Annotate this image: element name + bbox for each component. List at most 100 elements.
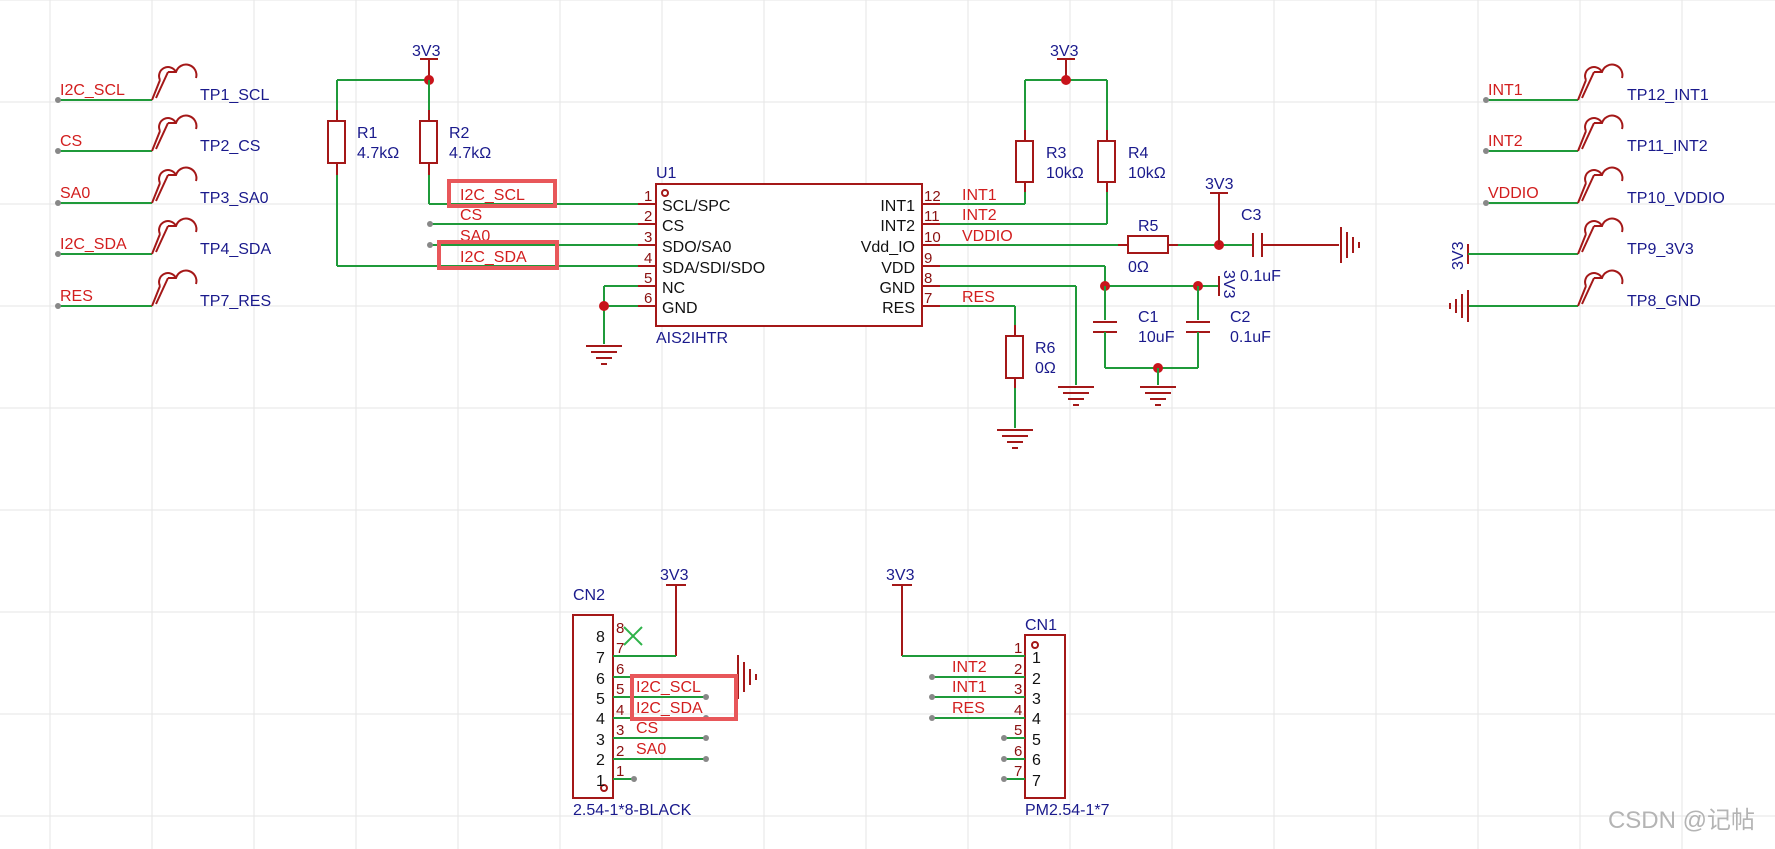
testpoint-label: TP9_3V3 — [1627, 241, 1694, 258]
testpoint-label: TP4_SDA — [200, 241, 271, 258]
testpoint-tp7: RES TP7_RES — [55, 269, 271, 310]
power-label-3v3: 3V3 — [1205, 176, 1234, 193]
net-label-int1: INT1 — [952, 679, 987, 696]
ground-symbol — [1140, 386, 1176, 406]
ground-symbol — [586, 345, 622, 365]
pin-name: CS — [662, 218, 684, 235]
pin-number: 1 — [644, 188, 652, 205]
watermark: CSDN @记帖 — [1608, 807, 1755, 834]
cn2-pin-numbers: 8 7 6 5 4 3 2 1 8 7 6 5 4 3 2 1 — [596, 620, 624, 790]
resistor-r6: R6 0Ω — [1005, 325, 1056, 388]
net-label-vddio: VDDIO — [962, 228, 1013, 245]
power-3v3-r1r2: 3V3 — [412, 43, 441, 80]
pin-name: VDD — [881, 260, 915, 277]
resistor-value: 0Ω — [1035, 360, 1056, 377]
ground-symbol — [1449, 290, 1469, 322]
pin-number: 10 — [924, 229, 941, 246]
pin-number: 7 — [616, 640, 624, 657]
power-label-3v3: 3V3 — [1220, 270, 1237, 299]
power-3v3-c1c2: 3V3 — [1218, 270, 1237, 299]
pin-number: 3 — [616, 722, 624, 739]
ground-symbol — [737, 655, 757, 699]
pin-number: 2 — [596, 752, 605, 769]
ground-symbol — [997, 429, 1033, 449]
resistor-value: 4.7kΩ — [357, 145, 399, 162]
resistor-ref: R6 — [1035, 340, 1056, 357]
ground-symbol — [1340, 227, 1360, 263]
pin-name: SDA/SDI/SDO — [662, 260, 765, 277]
resistor-r3: R3 10kΩ — [1015, 130, 1084, 192]
power-label-3v3: 3V3 — [886, 567, 915, 584]
net-label-int1: INT1 — [962, 187, 997, 204]
testpoint-tp4: I2C_SDA TP4_SDA — [55, 217, 271, 258]
pin-number: 12 — [924, 188, 941, 205]
pin-name: SDO/SA0 — [662, 239, 731, 256]
testpoint-tp12: INT1 TP12_INT1 — [1483, 63, 1709, 104]
capacitor-c1: C1 10uF — [1093, 309, 1175, 346]
capacitor-ref: C2 — [1230, 309, 1251, 326]
pin-number: 1 — [596, 773, 605, 790]
testpoint-label: TP10_VDDIO — [1627, 190, 1725, 207]
power-3v3-r3r4: 3V3 — [1050, 43, 1079, 80]
pin-number: 8 — [924, 270, 932, 287]
net-label-i2c-scl: I2C_SCL — [460, 187, 525, 204]
pin-name: Vdd_IO — [861, 239, 915, 256]
pin-number: 2 — [616, 743, 624, 760]
testpoint-tp10: VDDIO TP10_VDDIO — [1483, 166, 1725, 207]
ground-symbol — [1058, 386, 1094, 406]
resistor-value: 10kΩ — [1046, 165, 1084, 182]
net-label-sa0: SA0 — [636, 741, 666, 758]
resistor-value: 10kΩ — [1128, 165, 1166, 182]
testpoint-tp2: CS TP2_CS — [55, 114, 260, 155]
pin-name: NC — [662, 280, 685, 297]
testpoint-label: TP12_INT1 — [1627, 87, 1709, 104]
pin-number: 6 — [616, 661, 624, 678]
connector-part: PM2.54-1*7 — [1025, 802, 1110, 819]
pin-number: 6 — [596, 671, 605, 688]
net-label-cs: CS — [460, 207, 482, 224]
net-label-i2c-sda: I2C_SDA — [460, 249, 527, 266]
net-label-cs: CS — [60, 133, 82, 150]
cn1-pin-numbers: 1 2 3 4 5 6 7 1 2 3 4 5 6 7 — [1014, 640, 1041, 790]
testpoint-tp1: I2C_SCL TP1_SCL — [55, 63, 269, 104]
testpoint-label: TP8_GND — [1627, 293, 1701, 310]
highlight-box-sda — [437, 240, 559, 270]
pin-number: 2 — [644, 208, 652, 225]
pin-number: 6 — [1032, 752, 1041, 769]
testpoint-tp8: TP8_GND — [1449, 269, 1701, 322]
power-label-3v3: 3V3 — [412, 43, 441, 60]
resistor-ref: R5 — [1138, 218, 1159, 235]
connector-ref: CN1 — [1025, 617, 1057, 634]
connector-cn2: CN2 2.54-1*8-BLACK — [572, 587, 692, 819]
pin-number: 4 — [616, 702, 624, 719]
pin-number: 5 — [1032, 732, 1041, 749]
pin-number: 4 — [644, 250, 652, 267]
power-3v3-cn2: 3V3 — [660, 567, 689, 656]
net-label-sa0: SA0 — [60, 185, 90, 202]
resistor-ref: R1 — [357, 125, 378, 142]
capacitor-value: 10uF — [1138, 329, 1175, 346]
testpoint-label: TP1_SCL — [200, 87, 269, 104]
pin-number: 6 — [1014, 743, 1022, 760]
pin-number: 5 — [616, 681, 624, 698]
resistor-ref: R4 — [1128, 145, 1149, 162]
net-label-vddio: VDDIO — [1488, 185, 1539, 202]
pin-number: 1 — [1032, 650, 1041, 667]
resistor-r1: R1 4.7kΩ — [327, 110, 399, 175]
resistor-r2: R2 4.7kΩ — [419, 110, 491, 175]
capacitor-value: 0.1uF — [1230, 329, 1271, 346]
pin-number: 3 — [1032, 691, 1041, 708]
resistor-ref: R2 — [449, 125, 470, 142]
power-label-3v3: 3V3 — [1450, 241, 1467, 270]
pin-name: INT1 — [880, 198, 915, 215]
net-label-res: RES — [60, 288, 93, 305]
resistor-value: 4.7kΩ — [449, 145, 491, 162]
net-label-cs: CS — [636, 720, 658, 737]
connector-ref: CN2 — [573, 587, 605, 604]
pin-number: 1 — [616, 763, 624, 780]
highlight-box-scl — [447, 179, 557, 208]
capacitor-ref: C3 — [1241, 207, 1262, 224]
net-label-int1: INT1 — [1488, 82, 1523, 99]
pin-number: 2 — [1014, 661, 1022, 678]
